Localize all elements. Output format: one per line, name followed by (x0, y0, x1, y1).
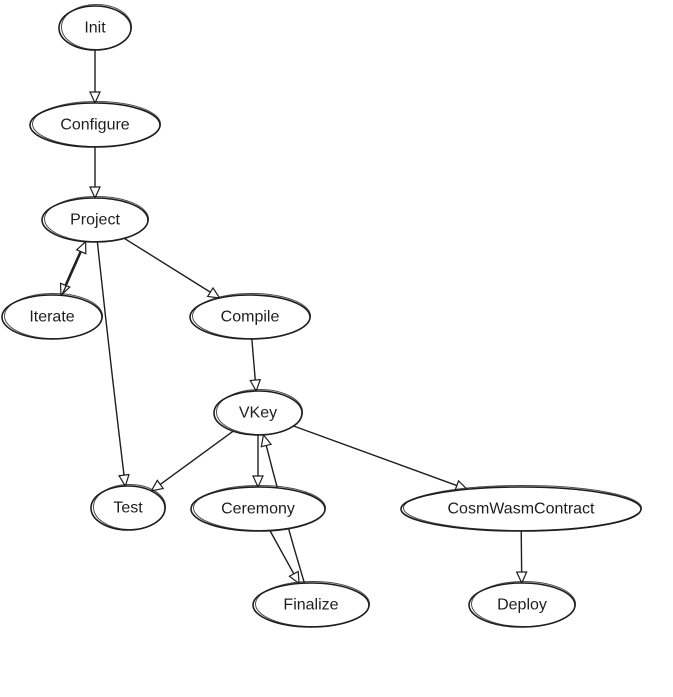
node-label: Test (113, 500, 143, 517)
edge-vkey-to-test (150, 430, 234, 492)
node-cosmwasm[interactable]: CosmWasmContract (400, 485, 642, 532)
node-label: Ceremony (221, 501, 295, 518)
node-sketch-stroke (93, 484, 166, 530)
edge-configure-to-project (89, 146, 101, 200)
node-iterate[interactable]: Iterate (1, 293, 103, 340)
node-label: Deploy (497, 597, 547, 614)
node-deploy[interactable]: Deploy (468, 581, 576, 628)
edge-vkey-to-ceremony (252, 434, 264, 489)
node-compile[interactable]: Compile (189, 293, 311, 340)
arrowhead-icon (515, 571, 528, 585)
edge-iterate-to-project (61, 240, 87, 296)
edge-line (123, 237, 221, 299)
node-label: Project (70, 212, 120, 229)
node-sketch-stroke (255, 581, 370, 627)
edge-compile-to-vkey (249, 338, 262, 393)
node-label: CosmWasmContract (448, 501, 596, 518)
node-sketch-stroke (44, 196, 149, 242)
node-sketch-stroke (403, 485, 642, 531)
node-label: Iterate (29, 309, 74, 326)
arrowhead-icon (260, 433, 273, 448)
arrowhead-icon (288, 570, 300, 585)
edge-project-to-compile (123, 237, 221, 299)
node-configure[interactable]: Configure (29, 101, 161, 148)
edge-line (96, 241, 127, 487)
edge-line (150, 430, 234, 492)
edge-vkey-to-cosmwasm (293, 425, 469, 491)
edge-project-to-test (96, 241, 130, 488)
node-test[interactable]: Test (90, 484, 166, 531)
node-sketch-stroke (216, 389, 303, 435)
node-label: Finalize (283, 597, 338, 614)
arrowhead-icon (206, 286, 221, 299)
node-project[interactable]: Project (41, 196, 149, 243)
node-sketch-stroke (192, 293, 311, 339)
arrowhead-icon (150, 479, 165, 492)
edge-ceremony-to-finalize (269, 530, 300, 585)
arrowhead-icon (75, 240, 87, 255)
node-vkey[interactable]: VKey (213, 389, 303, 436)
node-label: Init (84, 20, 106, 37)
edge-cosmwasm-to-deploy (515, 530, 528, 585)
arrowhead-icon (89, 186, 101, 200)
node-label: Compile (221, 309, 280, 326)
arrowhead-icon (252, 475, 264, 489)
edge-init-to-configure (89, 49, 101, 105)
edges-layer (59, 49, 528, 585)
node-sketch-stroke (4, 293, 103, 339)
node-finalize[interactable]: Finalize (252, 581, 370, 628)
node-sketch-stroke (471, 581, 576, 627)
arrowhead-icon (89, 91, 101, 105)
node-ceremony[interactable]: Ceremony (190, 485, 326, 532)
node-label: VKey (239, 405, 277, 422)
node-sketch-stroke (61, 4, 132, 50)
node-label: Configure (60, 117, 129, 134)
node-sketch-stroke (32, 101, 161, 147)
node-sketch-stroke (193, 485, 326, 531)
edge-line (293, 425, 468, 490)
arrowhead-icon (249, 378, 262, 393)
node-init[interactable]: Init (58, 4, 132, 51)
arrowhead-icon (118, 473, 130, 488)
